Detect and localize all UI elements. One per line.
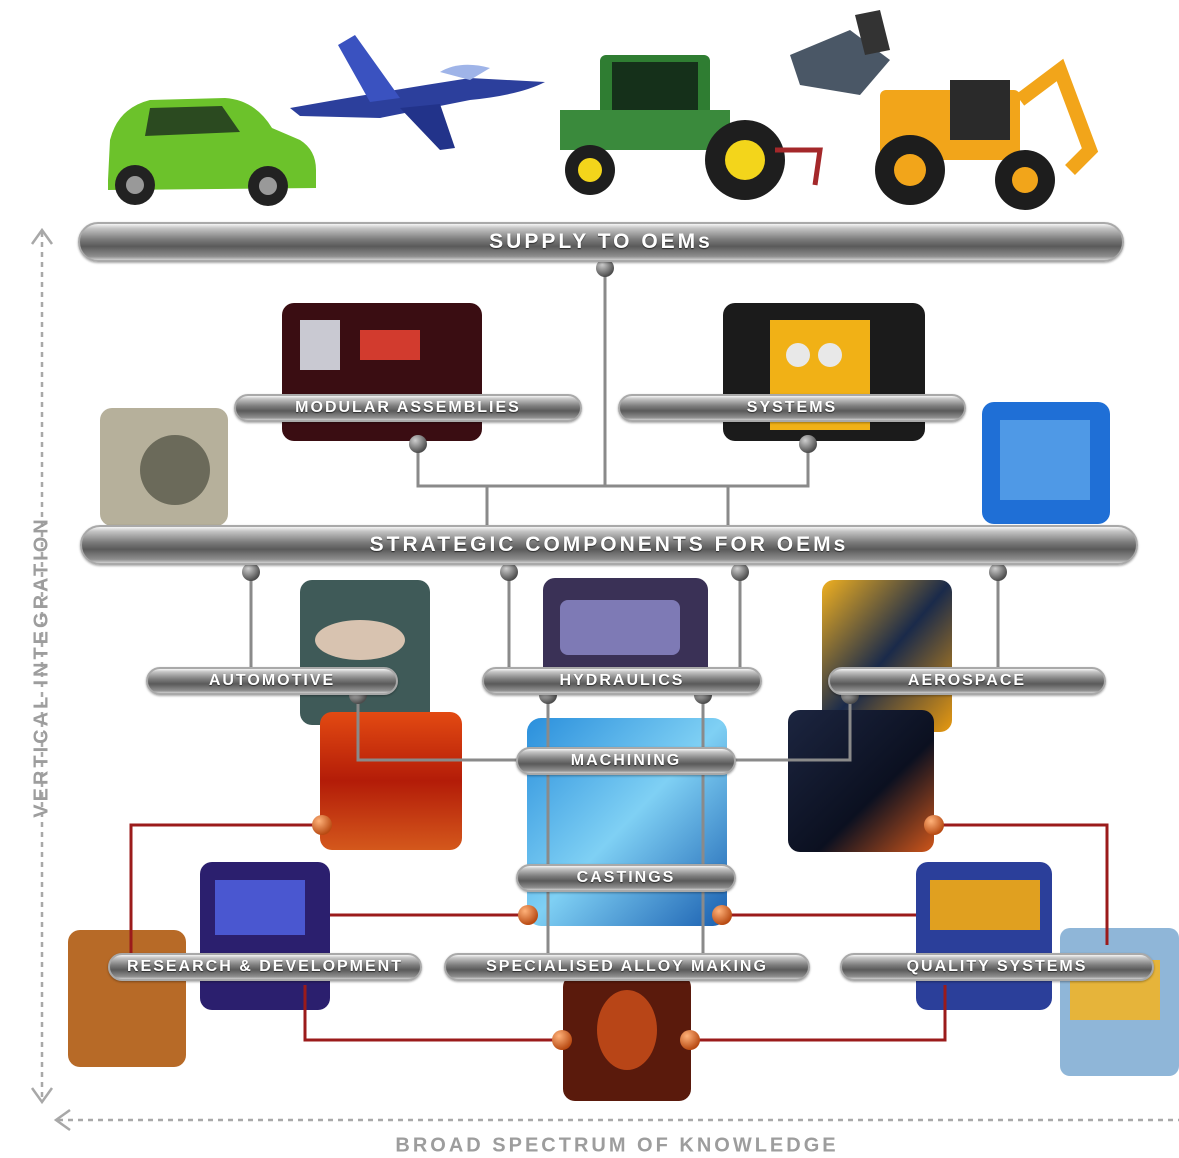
backhoe-loader-image	[790, 10, 1099, 210]
broad-spectrum-label: BROAD SPECTRUM OF KNOWLEDGE	[395, 1134, 839, 1157]
strategic-components-bar: STRATEGIC COMPONENTS FOR OEMs	[80, 525, 1138, 565]
car-image	[108, 98, 316, 206]
automotive-bar: AUTOMOTIVE	[146, 667, 398, 695]
modular-assemblies-bar: MODULAR ASSEMBLIES	[234, 394, 582, 422]
foundry-photo	[320, 712, 462, 850]
orange-nodes	[312, 815, 944, 1050]
tractor-image	[560, 55, 823, 200]
gray-connectors	[249, 268, 1000, 955]
red-connectors	[129, 823, 1109, 1042]
aerospace-bar: AEROSPACE	[828, 667, 1106, 695]
aerospace-photo	[822, 580, 952, 732]
jet-image	[290, 35, 545, 150]
furnace-photo	[788, 710, 934, 852]
supply-to-oems-bar: SUPPLY TO OEMs	[78, 222, 1124, 262]
hydraulics-bar: HYDRAULICS	[482, 667, 762, 695]
systems-bar: SYSTEMS	[618, 394, 966, 422]
quality-systems-bar: QUALITY SYSTEMS	[840, 953, 1154, 981]
machining-bar: MACHINING	[516, 747, 736, 775]
research-development-bar: RESEARCH & DEVELOPMENT	[108, 953, 422, 981]
specialised-alloy-making-bar: SPECIALISED ALLOY MAKING	[444, 953, 810, 981]
castings-bar: CASTINGS	[516, 864, 736, 892]
vertical-axis-arrow	[30, 227, 54, 1105]
vertical-integration-label: VERTICAL INTEGRATION	[30, 516, 53, 818]
research-office-photo	[68, 930, 186, 1067]
horizontal-axis-arrow	[53, 1108, 1179, 1132]
